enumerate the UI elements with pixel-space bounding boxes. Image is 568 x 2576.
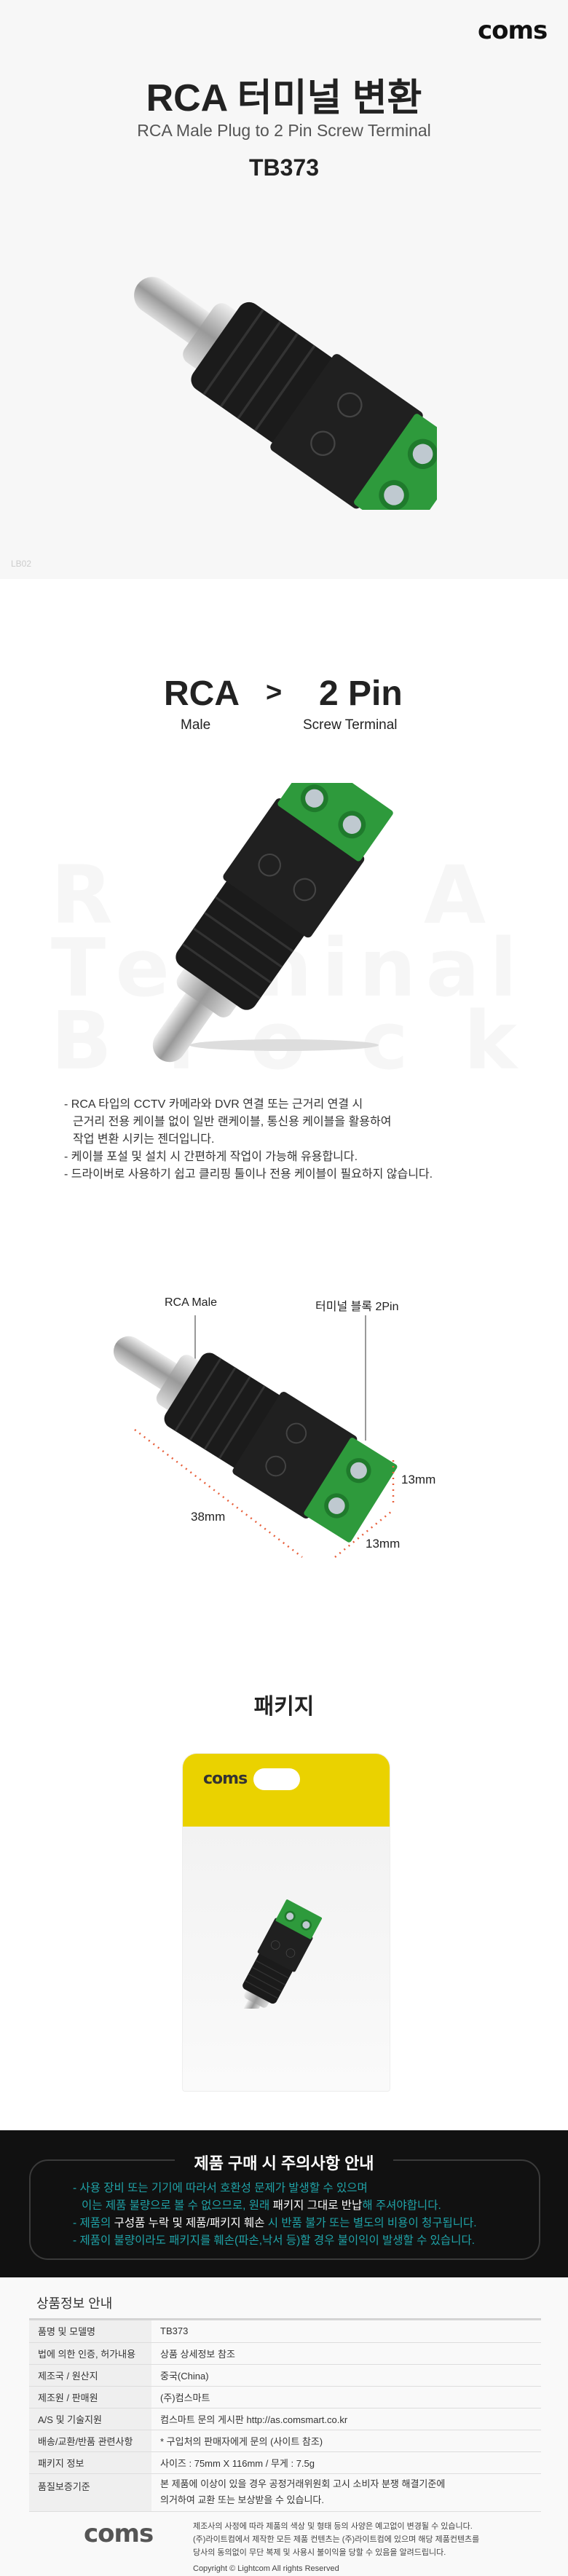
- product-image: [131, 235, 437, 510]
- watermark-letter: c: [360, 994, 409, 1087]
- arrow: >: [266, 677, 283, 708]
- page-subtitle: RCA Male Plug to 2 Pin Screw Terminal: [137, 121, 431, 140]
- model-number: TB373: [248, 154, 320, 181]
- page-title: RCA 터미널 변환: [146, 77, 422, 119]
- footer-logo: coms: [84, 2519, 154, 2548]
- watermark-row: Block: [51, 994, 517, 1087]
- copyright: Copyright © Lightcom All rights Reserved: [193, 2564, 339, 2573]
- height-label: 13mm: [401, 1473, 436, 1486]
- to-label: 2 Pin: [319, 674, 403, 713]
- product-image: [146, 783, 398, 1067]
- feature-item: 작업 변환 시키는 젠더입니다.: [73, 1133, 215, 1146]
- feature-item: - 드라이버로 사용하기 쉽고 클리핑 툴이나 전용 케이블이 필요하지 않습니…: [64, 1168, 433, 1181]
- label-rca-male: RCA Male: [165, 1296, 218, 1309]
- watermark-letter: A: [424, 848, 486, 942]
- watermark-letter: a: [425, 921, 480, 1015]
- package-title: 패키지: [253, 1695, 315, 1719]
- watermark-letter: R: [51, 848, 113, 942]
- length-label: 38mm: [191, 1510, 226, 1524]
- dimension-graphic: [109, 1301, 401, 1558]
- bag-brand-logo: coms: [203, 1770, 248, 1788]
- feature-item: 근거리 전용 케이블 없이 일반 랜케이블, 통신용 케이블을 활용하여: [73, 1116, 392, 1128]
- from-label: RCA: [164, 674, 240, 713]
- notice-line: - 제품이 불량이라도 패키지를 훼손(파손,낙서 등)할 경우 불이익이 발생…: [73, 2234, 476, 2247]
- watermark-letter: B: [51, 994, 112, 1087]
- conversion-section: RCA Terminal Block RCA Male > 2 Pin Scre…: [0, 579, 568, 1087]
- to-sublabel: Screw Terminal: [303, 717, 398, 733]
- feature-item: - RCA 타입의 CCTV 카메라와 DVR 연결 또는 근거리 연결 시: [64, 1098, 363, 1111]
- notice-title: 제품 구매 시 주의사항 안내: [175, 2151, 393, 2174]
- feature-item: - 케이블 포설 및 설치 시 간편하게 작업이 가능해 유용합니다.: [64, 1151, 358, 1163]
- image-code: LB02: [11, 559, 32, 569]
- watermark-letter: T: [51, 921, 106, 1015]
- notice-line: 이는 제품 불량으로 볼 수 없으므로, 원래 패키지 그대로 반납해 주셔야합…: [82, 2199, 441, 2212]
- table-row: 배송/교환/반품 관련사항* 구입처의 판매자에게 문의 (사이트 참조): [29, 2430, 541, 2452]
- watermark-letter: i: [321, 921, 350, 1015]
- watermark-letter: e: [115, 921, 170, 1015]
- width-label: 13mm: [366, 1537, 401, 1551]
- notice-line: - 사용 장비 또는 기기에 따라서 호환성 문제가 발생할 수 있으며: [73, 2182, 368, 2194]
- watermark-letter: l: [489, 921, 517, 1015]
- hang-hole: [253, 1768, 300, 1790]
- watermark-letter: k: [463, 994, 517, 1087]
- package-image: coms: [182, 1753, 390, 2092]
- footer-notice: 제조사의 사정에 따라 제품의 색상 및 형태 등의 사양은 예고없이 변경될 …: [193, 2520, 479, 2575]
- table-row: 제조원 / 판매원(주)컴스마트: [29, 2386, 541, 2408]
- info-title: 상품정보 안내: [36, 2296, 113, 2311]
- notice-line: - 제품의 구성품 누락 및 제품/패키지 훼손 시 반품 불가 또는 별도의 …: [73, 2217, 477, 2229]
- package-header: [183, 1754, 390, 1827]
- from-sublabel: Male: [181, 717, 211, 733]
- hero-section: coms RCA 터미널 변환 RCA Male Plug to 2 Pin S…: [0, 0, 568, 579]
- brand-logo: coms: [478, 16, 548, 45]
- watermark-letter: n: [358, 921, 417, 1015]
- packaged-product: [234, 1898, 324, 2009]
- purchase-notice: 제품 구매 시 주의사항 안내 - 사용 장비 또는 기기에 따라서 호환성 문…: [0, 2130, 568, 2277]
- as-link[interactable]: 컴스마트 문의 게시판 http://as.comsmart.co.kr: [151, 2408, 541, 2430]
- dimension-diagram: RCA Male 터미널 블록 2Pin 38mm 13mm 13mm: [109, 1224, 473, 1559]
- label-terminal-block: 터미널 블록 2Pin: [315, 1301, 399, 1313]
